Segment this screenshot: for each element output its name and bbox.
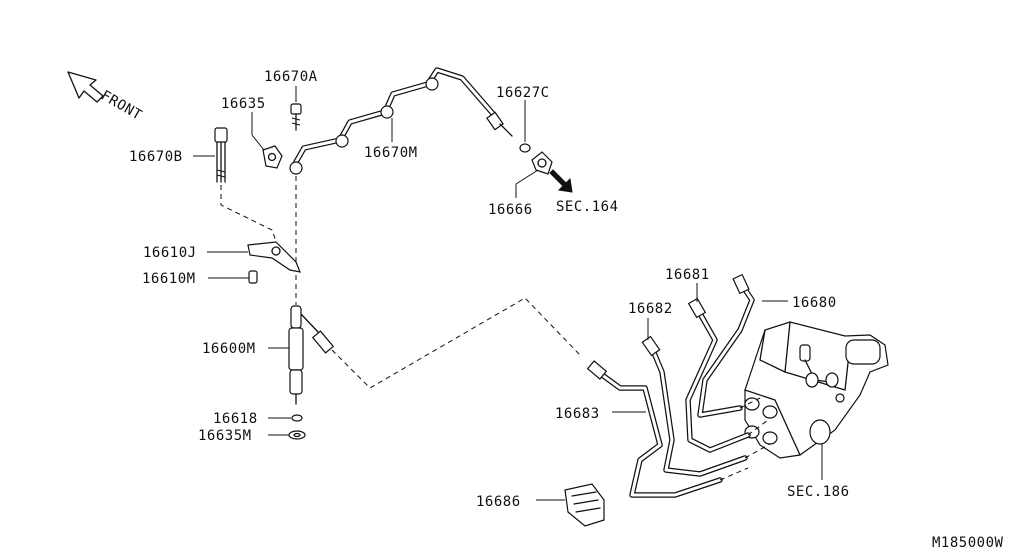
washer-16627C [519,143,531,153]
label-16635M: 16635M [198,428,252,444]
label-16686: 16686 [476,494,521,510]
label-16670M: 16670M [364,145,418,161]
label-16670A: 16670A [264,69,318,85]
label-16666: 16666 [488,202,533,218]
front-label: FRONT [98,88,145,124]
label-16682: 16682 [628,301,673,317]
seal-16618 [291,414,303,422]
sec164-arrow [549,169,573,193]
leader-lines [193,86,823,501]
label-16627C: 16627C [496,85,550,101]
clamp-16686 [564,483,605,527]
label-16610M: 16610M [142,271,196,287]
clamp-16610J [247,241,301,273]
label-sec164: SEC.164 [556,199,619,215]
spill-tube-16670M [289,67,513,175]
diagram-code: M185000W [932,535,1004,551]
bolt-16670A [290,103,302,131]
label-16635: 16635 [221,96,266,112]
label-16610J: 16610J [143,245,197,261]
label-16683: 16683 [555,406,600,422]
front-direction-arrow [67,71,104,103]
nut-16635 [262,145,283,169]
fitting-16666 [531,151,553,175]
injection-pump [744,321,889,459]
injector-16600M [288,305,335,405]
collar-16610M [248,270,258,284]
label-16680: 16680 [792,295,837,311]
injection-tubes [586,273,771,498]
label-16670B: 16670B [129,149,183,165]
label-16618: 16618 [213,411,258,427]
label-sec186: SEC.186 [787,484,850,500]
bolt-16670B [214,127,228,183]
label-16600M: 16600M [202,341,256,357]
label-16681: 16681 [665,267,710,283]
washer-16635M [288,430,306,440]
